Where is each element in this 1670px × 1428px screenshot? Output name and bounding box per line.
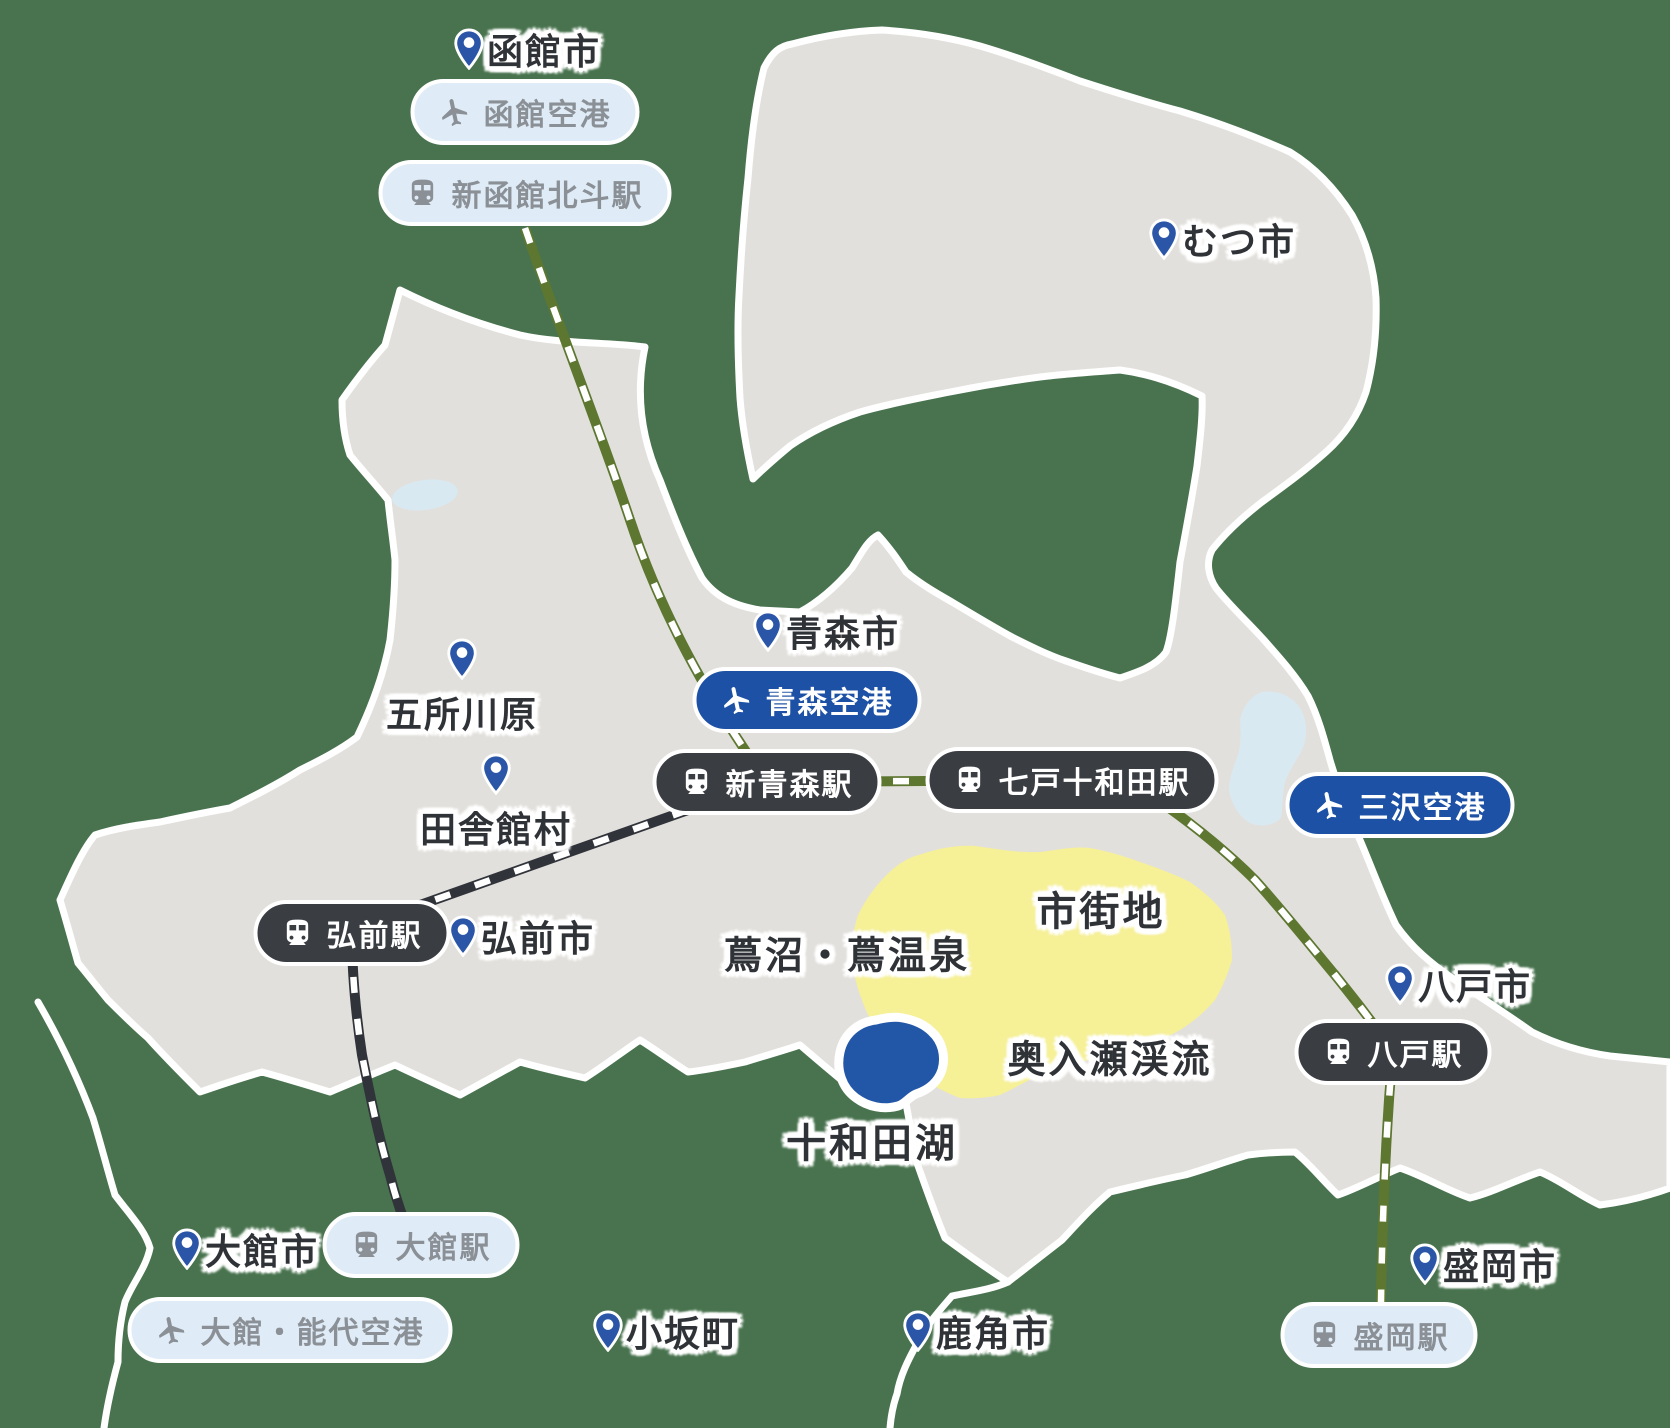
- kosaka-town-label: 小坂町: [626, 1313, 741, 1354]
- hirosaki-city-pin: [448, 915, 479, 957]
- shin-hakodate-hokuto-station-label: 新函館北斗駅: [451, 180, 644, 213]
- goshogawara-pin: [447, 638, 478, 680]
- lake-towada-label: 十和田湖: [786, 1122, 958, 1166]
- plane-icon: [156, 1314, 188, 1346]
- mutsu-city-pin: [1149, 218, 1180, 260]
- akita-border-line: [34, 998, 154, 1428]
- map-pin-icon: [172, 1228, 202, 1270]
- shin-aomori-station-label: 新青森駅: [725, 769, 854, 802]
- map-pin-icon: [1385, 963, 1415, 1005]
- hakodate-city-pin: [454, 28, 485, 70]
- odate-city-label: 大館市: [205, 1231, 320, 1272]
- local-line-odate: [347, 934, 419, 1247]
- mutsu-city-label: むつ市: [1182, 221, 1297, 262]
- map-pin-icon: [1410, 1243, 1440, 1285]
- shin-hakodate-hokuto-station-pill: 新函館北斗駅: [378, 160, 672, 226]
- odate-station-pill: 大館駅: [322, 1212, 520, 1278]
- kosaka-town-pin: [593, 1310, 624, 1352]
- map-pin-icon: [753, 610, 783, 652]
- plane-icon: [1314, 789, 1346, 821]
- shichinohe-towada-station-label: 七戸十和田駅: [998, 767, 1191, 800]
- aomori-airport-pill: 青森空港: [692, 667, 922, 733]
- shichinohe-towada-station-pill: 七戸十和田駅: [925, 747, 1219, 813]
- hachinohe-city-label: 八戸市: [1418, 966, 1533, 1007]
- morioka-station-label: 盛岡駅: [1353, 1322, 1450, 1355]
- kazuno-city-pin: [903, 1310, 934, 1352]
- hakodate-city-label: 函館市: [487, 31, 602, 72]
- tsutanuma-tsuta-onsen-label: 蔦沼・蔦温泉: [723, 935, 971, 978]
- city-area-region: [852, 845, 1232, 1099]
- oirase-gorge-label: 奥入瀬渓流: [1007, 1039, 1213, 1082]
- plane-icon: [721, 684, 753, 716]
- hachinohe-city-pin: [1385, 963, 1416, 1005]
- misawa-airport-pill: 三沢空港: [1285, 772, 1515, 838]
- aomori-city-pin: [753, 610, 784, 652]
- map-pin-icon: [1149, 218, 1179, 260]
- train-icon: [282, 917, 314, 949]
- aomori-city-label: 青森市: [786, 613, 901, 654]
- train-icon: [407, 177, 439, 209]
- map-pin-icon: [447, 638, 477, 680]
- inakadate-village-label: 田舎館村: [419, 809, 573, 850]
- hakodate-airport-label: 函館空港: [483, 99, 612, 132]
- misawa-airport-label: 三沢空港: [1358, 792, 1487, 825]
- odate-noshiro-airport-label: 大館・能代空港: [200, 1317, 425, 1350]
- map-pin-icon: [903, 1310, 933, 1352]
- morioka-city-label: 盛岡市: [1443, 1246, 1558, 1287]
- map-pin-icon: [481, 753, 511, 795]
- train-icon: [681, 766, 713, 798]
- train-icon: [1309, 1319, 1341, 1351]
- morioka-city-pin: [1410, 1243, 1441, 1285]
- inakadate-village-pin: [481, 753, 512, 795]
- train-icon: [351, 1229, 383, 1261]
- goshogawara-label: 五所川原: [385, 694, 539, 735]
- train-icon: [1323, 1036, 1355, 1068]
- city-area-label: 市街地: [1036, 890, 1166, 934]
- lake-towada-shape: [834, 1012, 949, 1113]
- hirosaki-city-label: 弘前市: [481, 918, 596, 959]
- hirosaki-station-pill: 弘前駅: [253, 900, 451, 966]
- hachinohe-station-pill: 八戸駅: [1294, 1019, 1492, 1085]
- odate-city-pin: [172, 1228, 203, 1270]
- lake-jusan: [392, 479, 458, 511]
- morioka-station-pill: 盛岡駅: [1280, 1302, 1478, 1368]
- shin-aomori-station-pill: 新青森駅: [652, 749, 882, 815]
- kazuno-city-label: 鹿角市: [936, 1313, 1051, 1354]
- hirosaki-station-label: 弘前駅: [326, 920, 423, 953]
- aomori-airport-label: 青森空港: [765, 687, 894, 720]
- train-icon: [954, 764, 986, 796]
- odate-noshiro-airport-pill: 大館・能代空港: [127, 1297, 453, 1363]
- lake-ogawara: [1229, 691, 1307, 826]
- odate-station-label: 大館駅: [395, 1232, 492, 1265]
- plane-icon: [439, 96, 471, 128]
- hakodate-airport-pill: 函館空港: [410, 79, 640, 145]
- map-pin-icon: [448, 915, 478, 957]
- map-pin-icon: [454, 28, 484, 70]
- map-pin-icon: [593, 1310, 623, 1352]
- hachinohe-station-label: 八戸駅: [1367, 1039, 1464, 1072]
